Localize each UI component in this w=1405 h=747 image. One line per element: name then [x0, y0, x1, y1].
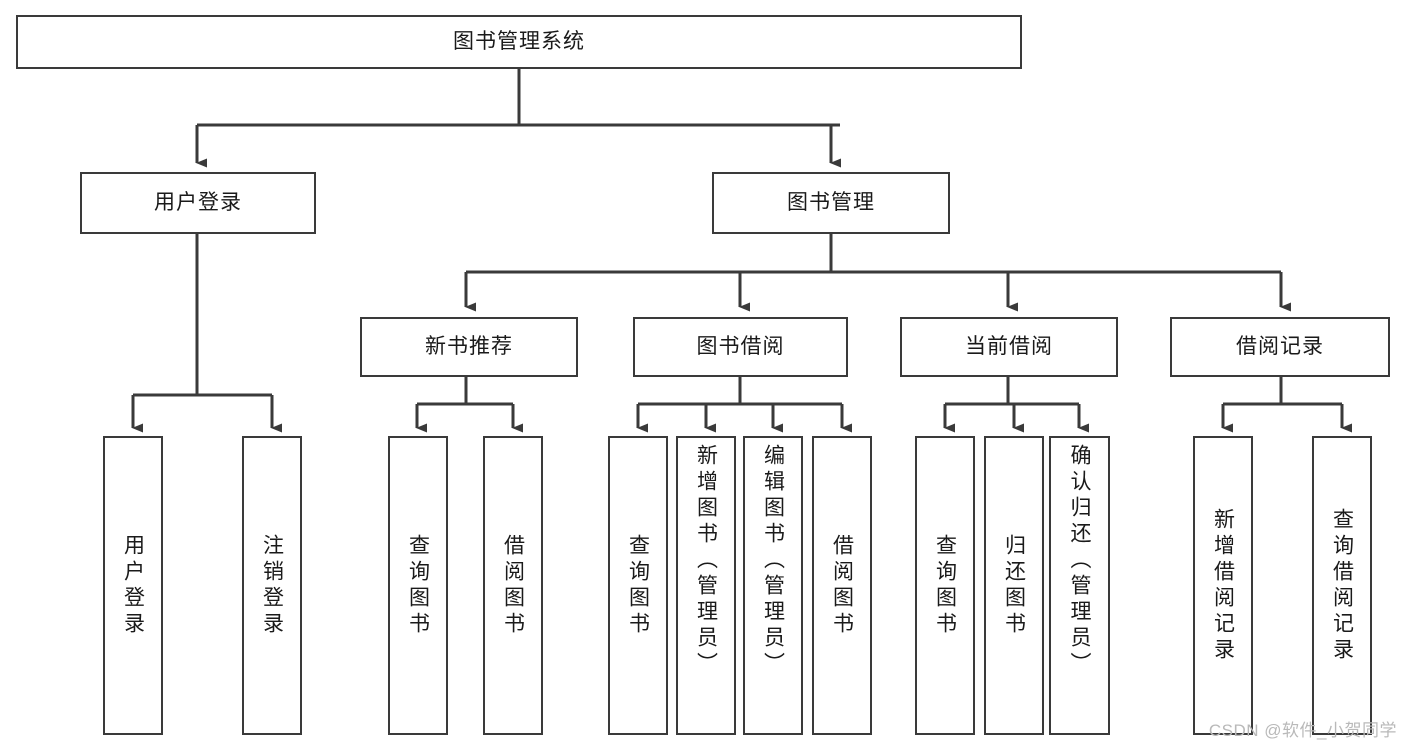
node-new-book[interactable]: 新书推荐 [360, 317, 578, 377]
leaf-current-borrow-2-label: 归还图书 [1002, 533, 1026, 638]
leaf-current-borrow-3[interactable]: 确认归还（管理员） [1049, 436, 1110, 735]
node-user-login-label: 用户登录 [154, 191, 242, 215]
node-borrow-record[interactable]: 借阅记录 [1170, 317, 1390, 377]
node-current-borrow-label: 当前借阅 [965, 335, 1053, 359]
leaf-current-borrow-1[interactable]: 查询图书 [915, 436, 975, 735]
leaf-book-borrow-2[interactable]: 新增图书（管理员） [676, 436, 736, 735]
node-root-label: 图书管理系统 [453, 30, 585, 54]
leaf-new-book-1[interactable]: 查询图书 [388, 436, 448, 735]
node-book-borrow-label: 图书借阅 [696, 335, 785, 359]
leaf-current-borrow-1-label: 查询图书 [933, 533, 957, 638]
node-new-book-label: 新书推荐 [425, 335, 513, 359]
csdn-watermark: CSDN @软件_小贺同学 [1208, 721, 1397, 740]
leaf-new-book-2-label: 借阅图书 [501, 533, 525, 638]
leaf-book-borrow-2-label: 新增图书（管理员） [694, 444, 718, 678]
node-borrow-record-label: 借阅记录 [1236, 335, 1324, 359]
leaf-new-book-1-label: 查询图书 [406, 533, 430, 638]
leaf-borrow-record-2-label: 查询借阅记录 [1330, 507, 1354, 664]
leaf-book-borrow-3[interactable]: 编辑图书（管理员） [743, 436, 803, 735]
leaf-book-borrow-3-label: 编辑图书（管理员） [761, 444, 785, 678]
leaf-borrow-record-2[interactable]: 查询借阅记录 [1312, 436, 1372, 735]
node-book-borrow[interactable]: 图书借阅 [633, 317, 848, 377]
leaf-user-login-2-label: 注销登录 [260, 533, 284, 638]
leaf-borrow-record-1[interactable]: 新增借阅记录 [1193, 436, 1253, 735]
node-book-manage[interactable]: 图书管理 [712, 172, 950, 234]
leaf-book-borrow-4[interactable]: 借阅图书 [812, 436, 872, 735]
leaf-book-borrow-4-label: 借阅图书 [830, 533, 854, 638]
leaf-current-borrow-3-label: 确认归还（管理员） [1068, 444, 1091, 678]
leaf-user-login-2[interactable]: 注销登录 [242, 436, 302, 735]
leaf-current-borrow-2[interactable]: 归还图书 [984, 436, 1044, 735]
leaf-book-borrow-1-label: 查询图书 [626, 533, 650, 638]
node-root[interactable]: 图书管理系统 [16, 15, 1022, 69]
node-current-borrow[interactable]: 当前借阅 [900, 317, 1118, 377]
leaf-borrow-record-1-label: 新增借阅记录 [1211, 507, 1235, 664]
leaf-book-borrow-1[interactable]: 查询图书 [608, 436, 668, 735]
leaf-user-login-1[interactable]: 用户登录 [103, 436, 163, 735]
node-book-manage-label: 图书管理 [787, 191, 875, 215]
node-user-login[interactable]: 用户登录 [80, 172, 316, 234]
leaf-user-login-1-label: 用户登录 [121, 533, 145, 638]
leaf-new-book-2[interactable]: 借阅图书 [483, 436, 543, 735]
